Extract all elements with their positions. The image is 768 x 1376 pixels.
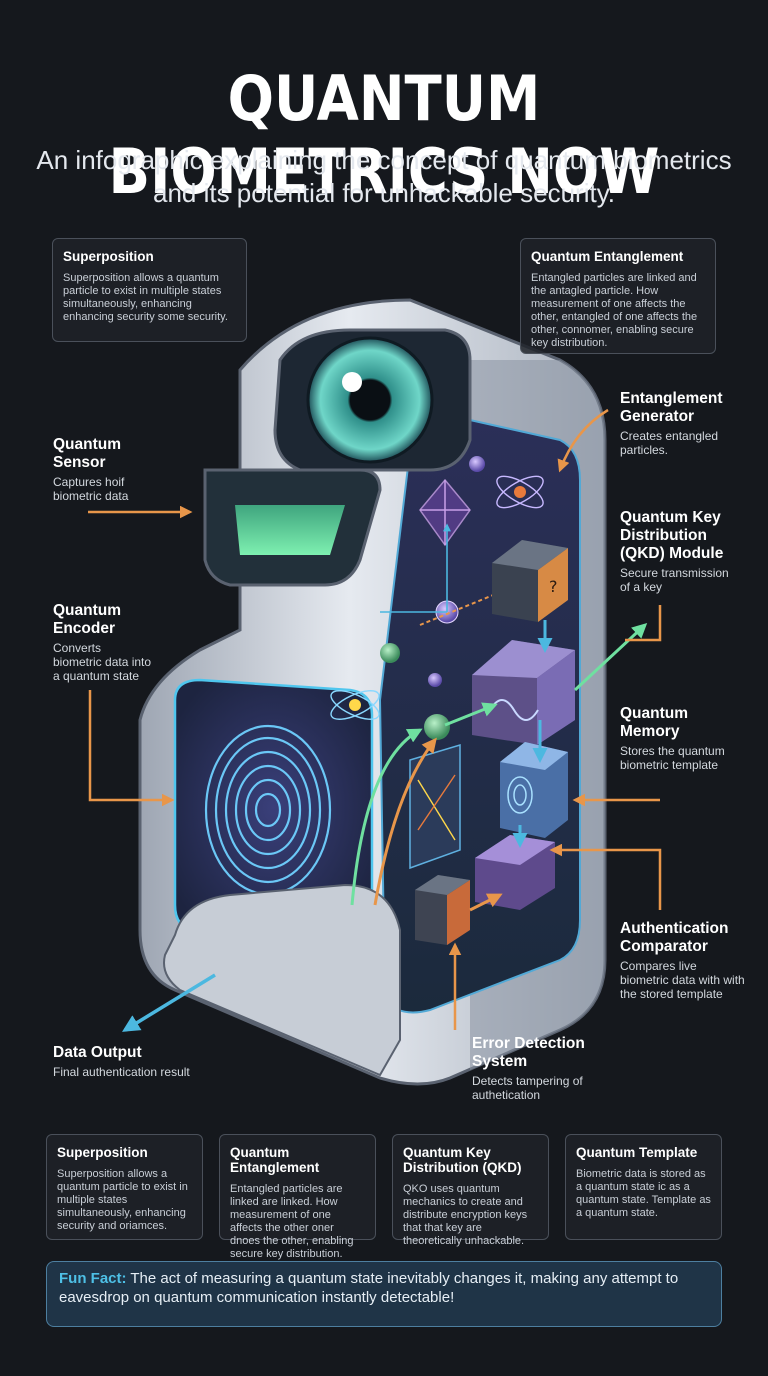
atom-icon bbox=[496, 475, 544, 509]
label-title: Quantum Key Distribution (QKD) Module bbox=[620, 509, 724, 562]
label-quantum-memory: Quantum Memory Stores the quantum biomet… bbox=[620, 705, 740, 772]
fingerprint-icon bbox=[204, 724, 332, 896]
label-authentication-comparator: Authentication Comparator Compares live … bbox=[620, 920, 745, 1001]
label-text: Creates entangled particles. bbox=[620, 429, 719, 457]
fun-fact-text: The act of measuring a quantum state ine… bbox=[59, 1270, 679, 1306]
label-text: Compares live biometric data with with t… bbox=[620, 959, 745, 1001]
page-title: QUANTUM BIOMETRICS NOW bbox=[108, 62, 660, 208]
display-screen bbox=[203, 468, 382, 587]
bottom-box-qkd: Quantum Key Distribution (QKD) QKO uses … bbox=[392, 1134, 549, 1247]
data-output-arrow bbox=[122, 973, 216, 1032]
label-text: Captures hoif biometric data bbox=[53, 475, 129, 503]
fun-fact-label: Fun Fact: bbox=[59, 1270, 127, 1287]
label-title: Data Output bbox=[53, 1044, 142, 1061]
label-qkd-module: Quantum Key Distribution (QKD) Module Se… bbox=[620, 509, 738, 594]
octahedron-crystal bbox=[419, 478, 471, 547]
label-quantum-sensor: Quantum Sensor Captures hoif biometric d… bbox=[53, 436, 143, 503]
label-title: Entanglement Generator bbox=[620, 390, 723, 425]
box-title: Superposition bbox=[57, 1145, 148, 1160]
svg-text:?: ? bbox=[549, 577, 558, 596]
label-text: Stores the quantum biometric template bbox=[620, 744, 725, 772]
box-title: Quantum Entanglement bbox=[230, 1145, 320, 1175]
label-text: Final authentication result bbox=[53, 1065, 190, 1079]
bottom-box-superposition: Superposition Superposition allows a qua… bbox=[46, 1134, 203, 1240]
label-title: Quantum Memory bbox=[620, 705, 689, 740]
eye-scanner bbox=[273, 328, 472, 472]
top-box-entanglement: Quantum Entanglement Entangled particles… bbox=[520, 238, 716, 354]
label-data-output: Data Output Final authentication result bbox=[53, 1044, 193, 1079]
box-text: Superposition allows a quantum particle … bbox=[57, 1168, 188, 1232]
label-error-detection: Error Detection System Detects tampering… bbox=[472, 1035, 612, 1102]
memory-box bbox=[500, 742, 568, 838]
label-text: Converts biometric data into a quantum s… bbox=[53, 641, 152, 683]
label-text: Secure transmission of a key bbox=[620, 566, 729, 594]
fun-fact-banner: Fun Fact: The act of measuring a quantum… bbox=[46, 1261, 722, 1327]
page-subtitle: An infographic explaining the concept of… bbox=[36, 145, 732, 208]
qkd-module-box bbox=[472, 640, 575, 745]
fingerprint-pad bbox=[163, 678, 401, 1077]
box-title: Quantum Key Distribution (QKD) bbox=[403, 1145, 522, 1175]
entangled-particles bbox=[380, 456, 531, 740]
internal-flow-arrows bbox=[350, 620, 648, 912]
callout-arrows bbox=[88, 408, 662, 1030]
label-title: Error Detection System bbox=[472, 1035, 585, 1070]
box-text: Superposition allows a quantum particle … bbox=[63, 272, 228, 323]
analysis-panel bbox=[409, 743, 461, 870]
label-text: Detects tampering of authetication bbox=[472, 1074, 583, 1102]
qkd-cube: ? bbox=[492, 540, 568, 622]
box-text: QKO uses quantum mechanics to create and… bbox=[403, 1183, 528, 1247]
error-detection-cube bbox=[415, 875, 470, 945]
box-text: Biometric data is stored as a quantum st… bbox=[576, 1168, 711, 1219]
bottom-box-template: Quantum Template Biometric data is store… bbox=[565, 1134, 722, 1240]
bottom-box-entanglement: Quantum Entanglement Entangled particles… bbox=[219, 1134, 376, 1260]
atom-icon-small bbox=[330, 690, 380, 720]
box-title: Quantum Template bbox=[576, 1145, 698, 1160]
box-text: Entangled particles are linked are linke… bbox=[230, 1183, 354, 1260]
box-title: Quantum Entanglement bbox=[531, 249, 684, 264]
box-title: Superposition bbox=[63, 249, 154, 264]
label-title: Authentication Comparator bbox=[620, 920, 729, 955]
label-entanglement-generator: Entanglement Generator Creates entangled… bbox=[620, 390, 750, 457]
top-box-superposition: Superposition Superposition allows a qua… bbox=[52, 238, 247, 342]
comparator-box bbox=[475, 835, 555, 910]
box-text: Entangled particles are linked and the a… bbox=[531, 272, 698, 349]
label-title: Quantum Sensor bbox=[53, 436, 122, 471]
label-title: Quantum Encoder bbox=[53, 602, 122, 637]
label-quantum-encoder: Quantum Encoder Converts biometric data … bbox=[53, 602, 153, 683]
